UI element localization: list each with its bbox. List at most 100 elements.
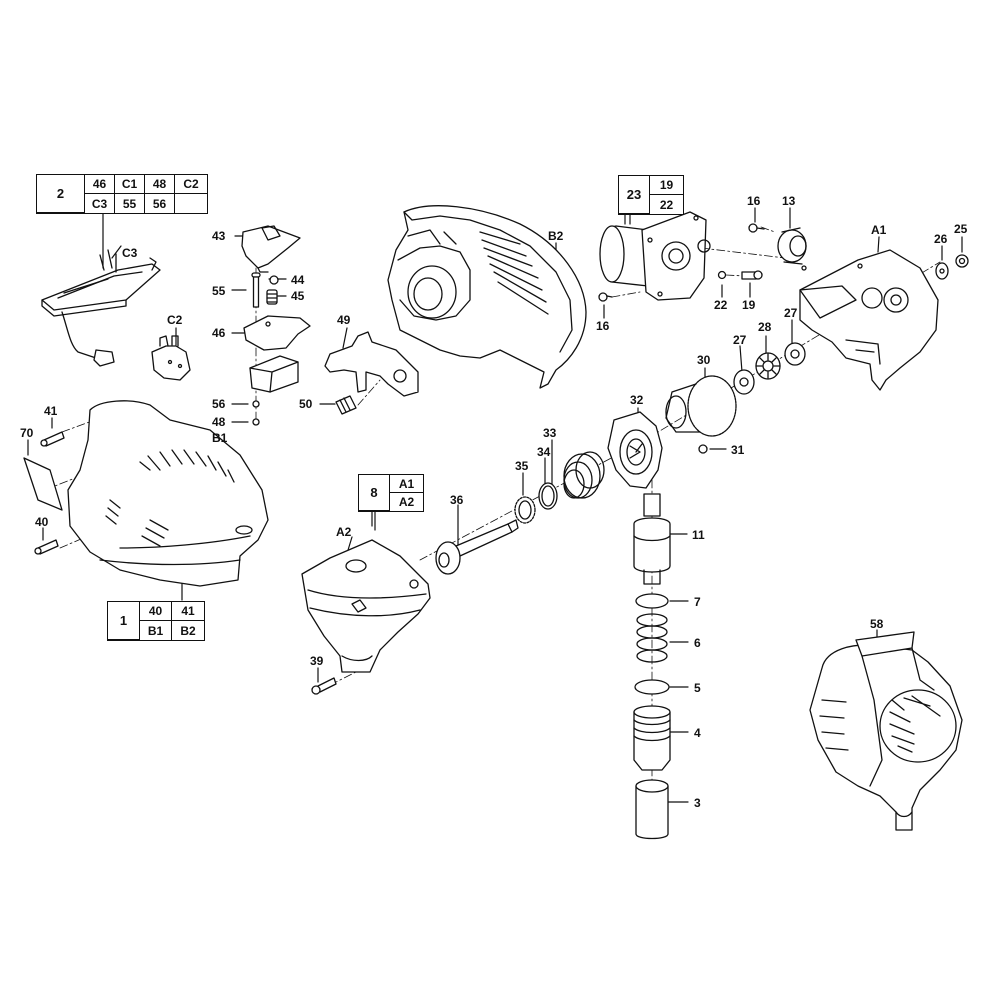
part-nut-25	[955, 254, 969, 268]
group-cell: C3	[85, 194, 115, 213]
part-screw-19	[741, 270, 763, 280]
callout-A2: A2	[336, 525, 352, 539]
group-cell: 56	[145, 194, 175, 213]
part-screw-16-lower	[598, 292, 613, 302]
part-ring-34	[538, 482, 558, 510]
callout-6: 6	[694, 636, 701, 650]
callout-41: 41	[44, 404, 58, 418]
part-spring-6	[636, 613, 668, 663]
callout-22: 22	[714, 298, 728, 312]
callout-32: 32	[630, 393, 644, 407]
callout-46: 46	[212, 326, 226, 340]
part-bearing-13	[777, 227, 807, 271]
callout-27-right: 27	[784, 306, 798, 320]
part-washer-27-left	[733, 369, 755, 395]
part-switch-cover-43	[241, 225, 301, 273]
group-box-2: 2 46 C1 48 C2 C3 55 56	[36, 174, 208, 214]
group-cell: B2	[180, 623, 196, 638]
callout-5: 5	[694, 681, 701, 695]
part-spindle-36	[435, 519, 519, 575]
part-housing-b1	[67, 400, 269, 587]
callout-16-upper: 16	[747, 194, 761, 208]
callout-70: 70	[20, 426, 34, 440]
callout-7: 7	[694, 595, 701, 609]
group-cell: 19	[650, 176, 683, 195]
callout-25: 25	[954, 222, 968, 236]
group-cell: C2	[175, 175, 207, 194]
part-screw-40	[34, 539, 59, 555]
group-cell: 46	[85, 175, 115, 194]
part-contact-c2	[151, 335, 191, 381]
part-spring-50	[335, 395, 357, 415]
part-block-46	[243, 315, 311, 351]
part-washer-26	[935, 262, 949, 280]
callout-33: 33	[543, 426, 557, 440]
group-box-23: 23 19 22	[618, 175, 684, 215]
group-main-8: 8	[359, 475, 390, 511]
callout-11: 11	[692, 528, 705, 542]
callout-44: 44	[291, 273, 305, 287]
part-gear-housing-a1	[799, 249, 939, 391]
part-bushing-3	[635, 779, 669, 840]
part-screw-16-upper	[748, 223, 765, 233]
part-spring-45	[266, 289, 278, 305]
callout-B2: B2	[548, 229, 564, 243]
part-bearing-cover-32	[607, 411, 663, 489]
callout-3: 3	[694, 796, 701, 810]
group-main-23: 23	[619, 176, 650, 214]
callout-55: 55	[212, 284, 226, 298]
part-motor-23	[599, 211, 711, 301]
part-gear-30	[665, 375, 737, 437]
group-cell: B1	[140, 621, 172, 640]
callout-26: 26	[934, 232, 948, 246]
callout-56: 56	[212, 397, 226, 411]
part-ball-31	[698, 444, 708, 454]
callout-45: 45	[291, 289, 305, 303]
part-washer-27-right	[784, 342, 806, 366]
callout-31: 31	[731, 443, 745, 457]
part-screw-39	[311, 677, 337, 695]
group-cell	[175, 194, 207, 213]
callout-B1: B1	[212, 431, 228, 445]
group-box-8: 8 A1 A2	[358, 474, 424, 512]
callout-13: 13	[782, 194, 796, 208]
part-spring-33	[563, 451, 605, 499]
group-main-2: 2	[37, 175, 85, 213]
group-cell: 22	[659, 197, 674, 212]
callout-C2: C2	[167, 313, 183, 327]
callout-50: 50	[299, 397, 313, 411]
part-anvil-11	[633, 493, 671, 585]
part-screw-41	[40, 431, 65, 447]
part-nut-48	[252, 418, 260, 426]
callout-43: 43	[212, 229, 226, 243]
callout-27-left: 27	[733, 333, 747, 347]
part-washer-22	[717, 270, 727, 280]
part-assembled-tool-58	[809, 631, 963, 831]
group-cell: 41	[172, 602, 204, 621]
group-cell: C1	[115, 175, 145, 194]
callout-36: 36	[450, 493, 464, 507]
part-ring-7	[635, 593, 669, 609]
group-main-1: 1	[108, 602, 140, 640]
part-ball-ring-35	[514, 496, 536, 524]
part-needle-bearing-28	[755, 352, 781, 380]
part-trigger-49	[324, 331, 419, 397]
callout-40: 40	[35, 515, 49, 529]
callout-4: 4	[694, 726, 701, 740]
part-sleeve-4	[633, 705, 671, 771]
callout-16-lower: 16	[596, 319, 610, 333]
part-screw-55	[251, 272, 261, 308]
group-cell: 40	[140, 602, 172, 621]
part-switch-plate-c3	[41, 249, 161, 367]
group-cell: A2	[398, 495, 415, 509]
callout-28: 28	[758, 320, 772, 334]
callout-34: 34	[537, 445, 551, 459]
callout-C3: C3	[122, 246, 138, 260]
part-head-cover-a2	[301, 539, 431, 673]
callout-49: 49	[337, 313, 351, 327]
part-switch-body	[249, 355, 299, 393]
callout-58: 58	[870, 617, 884, 631]
part-housing-b2	[387, 205, 587, 389]
part-washer-56	[252, 400, 260, 408]
